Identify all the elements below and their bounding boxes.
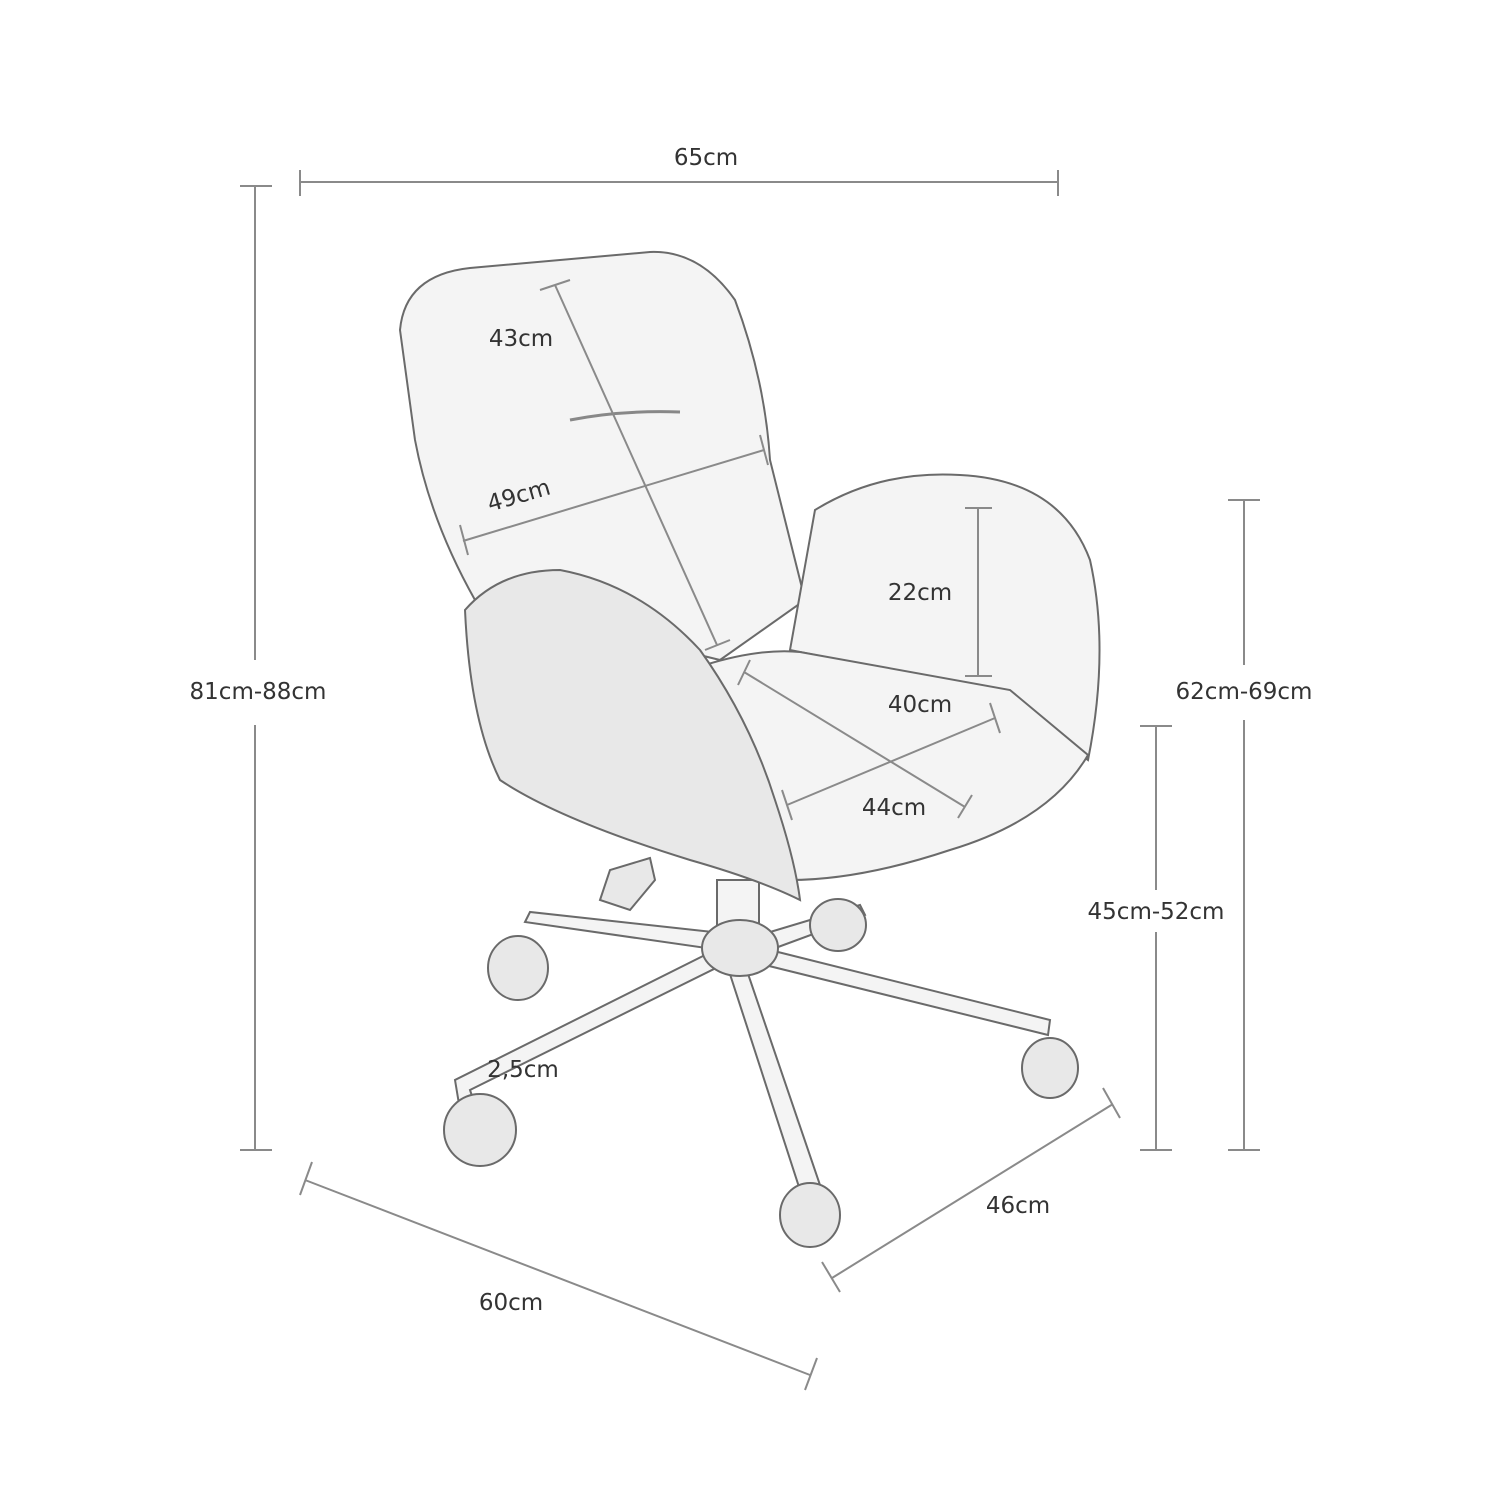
seat-width-line — [781, 702, 1001, 821]
seat-height-line — [1140, 725, 1172, 1151]
chair-illustration — [398, 250, 1101, 1248]
height-lever — [598, 856, 657, 912]
overall-height-line — [240, 185, 272, 1151]
backrest-height-label: 43cm — [488, 326, 554, 352]
base-hub — [701, 919, 779, 977]
base-leg — [763, 948, 1052, 1037]
overall-width-line — [299, 170, 1059, 196]
caster-wheels — [443, 898, 1079, 1248]
armrest-height-line — [1228, 499, 1260, 1151]
right-armrest — [788, 473, 1101, 762]
armrest-height-label: 62cm-69cm — [1175, 679, 1313, 705]
left-armrest — [463, 568, 802, 902]
seat-height-label: 45cm-52cm — [1087, 899, 1225, 925]
backrest-width-line — [459, 434, 769, 556]
backrest-height-line — [539, 279, 731, 651]
backrest-tuft — [569, 410, 681, 422]
seat-depth-line — [737, 659, 973, 819]
base-width-line — [821, 1087, 1121, 1293]
seat-depth-label: 40cm — [887, 692, 953, 718]
seat-width-label: 44cm — [861, 795, 927, 821]
leg-thickness-label: 2,5cm — [487, 1057, 559, 1083]
base-depth-label: 60cm — [478, 1290, 544, 1316]
base-depth-line — [299, 1161, 818, 1391]
overall-height-label: 81cm-88cm — [189, 679, 327, 705]
armrest-above-seat-label: 22cm — [887, 580, 953, 606]
base-width-label: 46cm — [985, 1193, 1051, 1219]
backrest — [398, 250, 807, 662]
overall-width-label: 65cm — [673, 145, 739, 171]
base-leg — [726, 963, 822, 1192]
dimension-lines — [240, 170, 1260, 1391]
armrest-height-above-seat-line — [965, 507, 992, 677]
